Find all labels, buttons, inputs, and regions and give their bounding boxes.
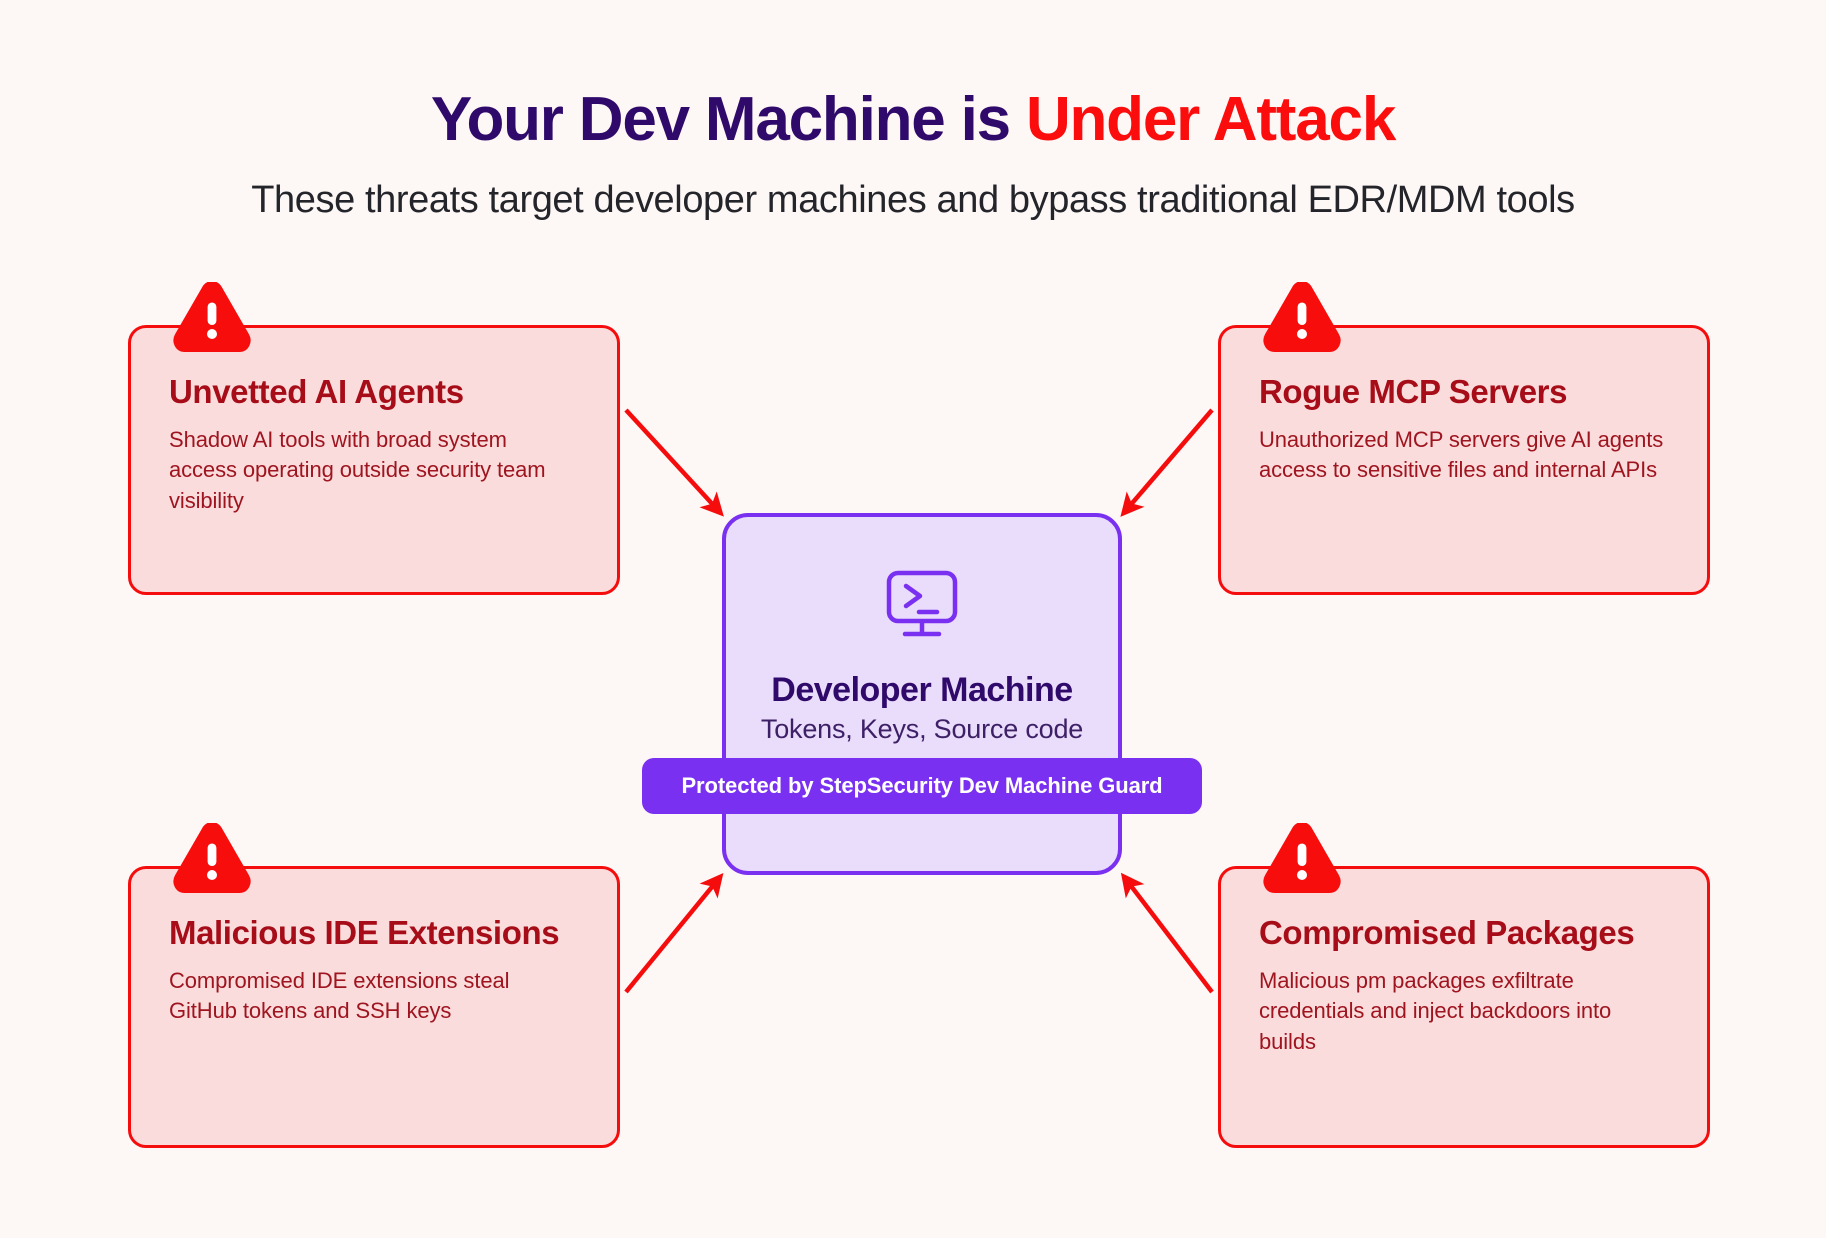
center-node-title: Developer Machine (771, 671, 1073, 709)
page-title-part2: Under Attack (1025, 85, 1396, 154)
arrow-top-right-to-center (1120, 408, 1214, 517)
warning-triangle-icon (1263, 823, 1341, 895)
threat-card-description: Compromised IDE extensions steal GitHub … (169, 967, 510, 1024)
terminal-monitor-icon (882, 517, 962, 643)
arrow-bottom-right-to-center (1120, 872, 1214, 994)
warning-triangle-icon (173, 823, 251, 895)
page-subtitle: These threats target developer machines … (251, 179, 1575, 222)
warning-triangle-icon (1263, 282, 1341, 354)
threat-card-title: Unvetted AI Agents (169, 373, 464, 410)
threat-card-title: Compromised Packages (1259, 914, 1635, 951)
threat-card-unvetted-ai-agents[interactable]: Unvetted AI Agents Shadow AI tools with … (128, 282, 620, 595)
threat-card-rogue-mcp-servers[interactable]: Rogue MCP Servers Unauthorized MCP serve… (1218, 282, 1710, 595)
threat-card-compromised-packages[interactable]: Compromised Packages Malicious pm packag… (1218, 823, 1710, 1148)
threat-card-malicious-ide-extensions[interactable]: Malicious IDE Extensions Compromised IDE… (128, 823, 620, 1148)
developer-machine-node[interactable]: Developer Machine Tokens, Keys, Source c… (722, 513, 1122, 875)
header: Your Dev Machine is Under Attack These t… (0, 0, 1826, 224)
threat-card-description: Shadow AI tools with broad system access… (169, 426, 546, 513)
threat-card-description: Unauthorized MCP servers give AI agents … (1259, 426, 1664, 483)
threat-card-title: Malicious IDE Extensions (169, 914, 560, 951)
threat-card-title: Rogue MCP Servers (1259, 373, 1568, 410)
protection-badge[interactable]: Protected by StepSecurity Dev Machine Gu… (642, 758, 1202, 814)
arrow-bottom-left-to-center (624, 872, 724, 994)
center-node-subtitle: Tokens, Keys, Source code (760, 714, 1084, 744)
threat-card-description: Malicious pm packages exfiltrate credent… (1259, 967, 1612, 1054)
page-title: Your Dev Machine is Under Attack (0, 0, 1826, 154)
warning-triangle-icon (173, 282, 251, 354)
page-title-part1: Your Dev Machine is (430, 85, 1026, 154)
arrow-top-left-to-center (624, 408, 724, 517)
